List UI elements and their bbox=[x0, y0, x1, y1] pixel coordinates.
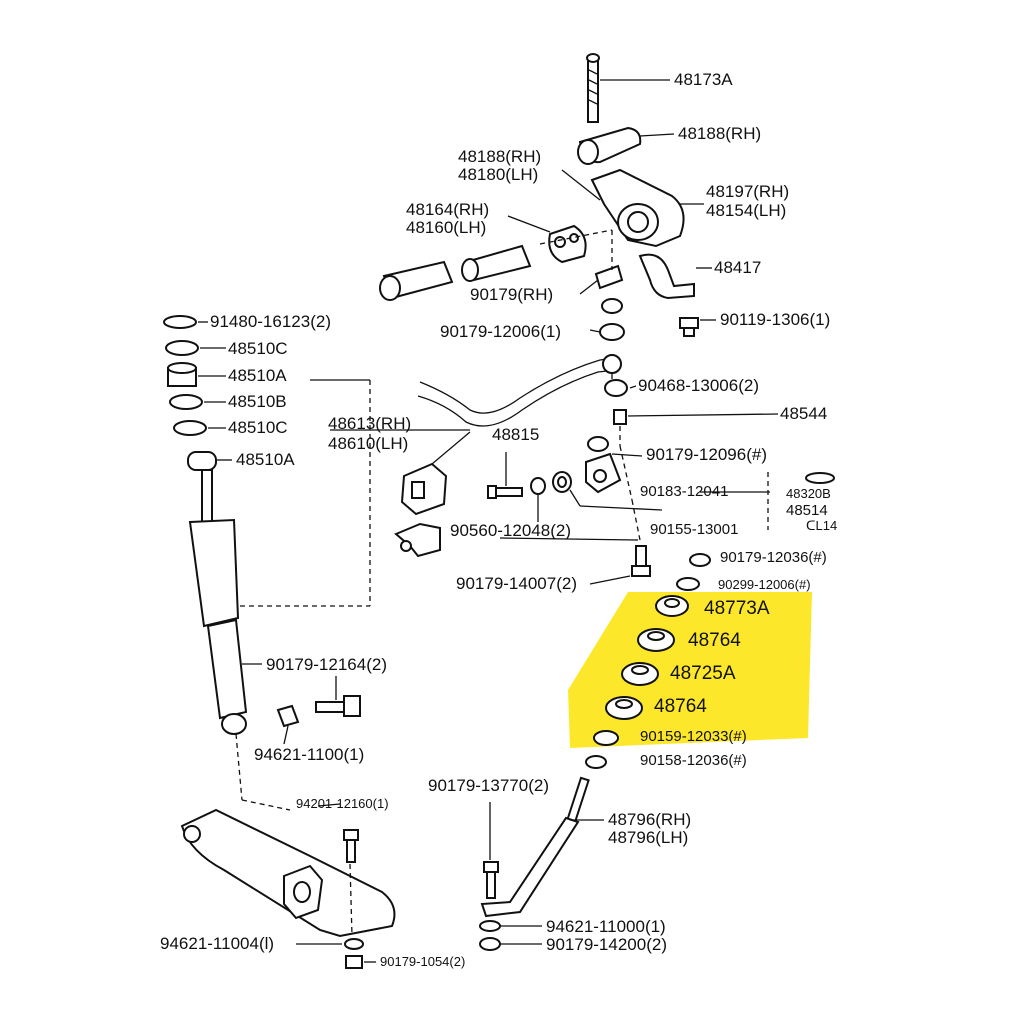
label-48796-rh: 48796(RH) bbox=[608, 810, 692, 829]
label-90179-14200: 90179-14200(2) bbox=[546, 935, 667, 954]
washer-90299 bbox=[676, 577, 700, 591]
label-90179-12036: 90179-12036(#) bbox=[720, 549, 827, 566]
label-48188-rh: 48188(RH) bbox=[458, 147, 542, 166]
link-48796 bbox=[480, 776, 604, 918]
washer-94621-11004 bbox=[344, 938, 364, 950]
bolt-90179-14007 bbox=[499, 537, 651, 585]
label-90560-12048: 90560-12048(2) bbox=[450, 521, 571, 540]
bolt-90179-13770 bbox=[483, 802, 499, 899]
bracket-48417 bbox=[638, 253, 712, 300]
cap-48188 bbox=[577, 126, 675, 165]
label-48613-rh: 48613(RH) bbox=[328, 414, 412, 433]
label-94621-11000: 94621-11000(1) bbox=[546, 917, 666, 936]
label-90179-14007: 90179-14007(2) bbox=[456, 574, 577, 593]
bolt-90179-12164 bbox=[276, 676, 361, 745]
bolt-48815 bbox=[487, 452, 523, 499]
washer-90158 bbox=[585, 755, 607, 769]
label-48773A: 48773A bbox=[704, 598, 770, 619]
label-48510C-1: 48510C bbox=[228, 339, 288, 358]
label-48197-rh: 48197(RH) bbox=[706, 182, 790, 201]
washer-94621-11000 bbox=[479, 920, 501, 932]
clip-90179 bbox=[579, 264, 625, 341]
label-90183-12041: 90183-12041 bbox=[640, 483, 729, 500]
label-90179-rh: 90179(RH) bbox=[470, 285, 554, 304]
washer-48510C-bottom bbox=[173, 420, 207, 436]
label-48417: 48417 bbox=[714, 258, 762, 277]
spacer-48510A bbox=[167, 362, 197, 387]
bushing-48764-top bbox=[637, 628, 675, 652]
lower-arm bbox=[180, 808, 396, 938]
label-48815: 48815 bbox=[492, 425, 540, 444]
label-48510A-1: 48510A bbox=[228, 366, 287, 385]
washer-90179-12036 bbox=[689, 553, 711, 567]
label-48160-lh: 48160(LH) bbox=[406, 218, 487, 237]
bushing-48725A bbox=[621, 662, 659, 686]
label-48510C-2: 48510C bbox=[228, 418, 288, 437]
label-90299-12006: 90299-12006(#) bbox=[718, 577, 811, 592]
bolt-48173A bbox=[586, 53, 670, 123]
label-48510B: 48510B bbox=[228, 392, 287, 411]
label-90155-13001: 90155-13001 bbox=[650, 521, 739, 538]
label-48320B: 48320B bbox=[786, 486, 831, 501]
label-48164-rh: 48164(RH) bbox=[406, 200, 490, 219]
bushing-48773A bbox=[655, 595, 689, 617]
washer-48510B bbox=[169, 394, 203, 410]
upper-arm-48197 bbox=[590, 168, 704, 248]
label-90179-12096: 90179-12096(#) bbox=[646, 445, 767, 464]
ring-48320B bbox=[805, 472, 835, 484]
label-48188-rh-top: 48188(RH) bbox=[678, 124, 762, 143]
label-94201-12160: 94201-12160(1) bbox=[296, 796, 389, 811]
label-48796-lh: 48796(LH) bbox=[608, 828, 689, 847]
label-48510A-2: 48510A bbox=[236, 450, 295, 469]
label-94621-1100: 94621-1100(1) bbox=[254, 745, 365, 764]
link-head-90179-12096 bbox=[585, 436, 643, 494]
bolt-90119 bbox=[679, 317, 716, 337]
shock-absorber-48510 bbox=[187, 451, 262, 735]
bushing-48815 bbox=[394, 431, 471, 558]
bolt-94201 bbox=[317, 803, 359, 863]
pin-48544 bbox=[613, 409, 627, 425]
label-90158-12036: 90158-12036(#) bbox=[640, 752, 747, 769]
stabilizer-bar-48613 bbox=[330, 354, 622, 431]
label-48764-2: 48764 bbox=[654, 696, 707, 717]
label-90179-12164: 90179-12164(2) bbox=[266, 655, 387, 674]
label-48610-lh: 48610(LH) bbox=[328, 434, 409, 453]
label-90179-1054: 90179-1054(2) bbox=[380, 954, 466, 969]
label-90468-13006: 90468-13006(2) bbox=[638, 376, 759, 395]
label-48173A: 48173A bbox=[674, 70, 733, 89]
washer-91480 bbox=[163, 315, 197, 329]
label-91480-16123: 91480-16123(2) bbox=[210, 312, 331, 331]
washer-90159 bbox=[593, 730, 619, 746]
nut-90468 bbox=[604, 379, 628, 397]
sleeves-48164 bbox=[379, 215, 587, 301]
label-90159-12033: 90159-12033(#) bbox=[640, 728, 747, 745]
label-90179-12006: 90179-12006(1) bbox=[440, 322, 561, 341]
label-90179-13770: 90179-13770(2) bbox=[428, 776, 549, 795]
washer-90560-a bbox=[530, 477, 546, 495]
label-48154-lh: 48154(LH) bbox=[706, 201, 787, 220]
label-48764-1: 48764 bbox=[688, 630, 741, 651]
nut-90179-14200 bbox=[479, 937, 501, 951]
label-48180-lh: 48180(LH) bbox=[458, 165, 539, 184]
label-94621-11004: 94621-11004(l) bbox=[160, 934, 275, 953]
bushing-48764-bottom bbox=[605, 696, 643, 720]
nut-90179-1054 bbox=[345, 955, 363, 969]
label-90119-1306: 90119-1306(1) bbox=[720, 310, 831, 329]
label-cl14: ᑕL14 bbox=[806, 518, 838, 533]
label-48514: 48514 bbox=[786, 502, 828, 519]
label-48544: 48544 bbox=[780, 404, 828, 423]
washer-48510C-top bbox=[165, 340, 199, 356]
label-48725A: 48725A bbox=[670, 663, 736, 684]
